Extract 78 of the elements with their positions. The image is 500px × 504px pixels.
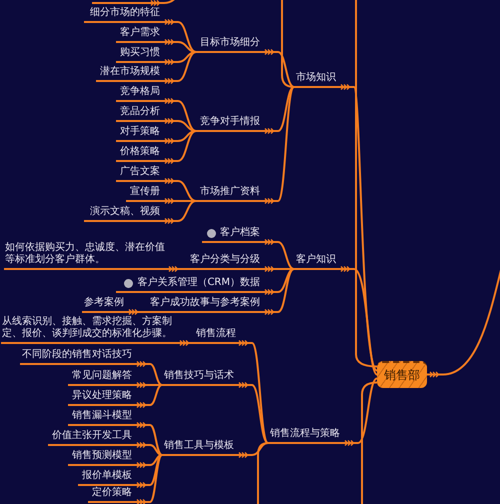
- topic-label: 参考案例: [82, 297, 126, 313]
- connector: [281, 0, 294, 88]
- topic-label: 客户分类与分级: [188, 254, 262, 270]
- connector: [361, 382, 378, 504]
- topic-label: 细分市场的特征: [84, 7, 162, 23]
- connector: [126, 308, 148, 316]
- topic-label: 价格策略: [116, 146, 162, 162]
- connector: [262, 268, 294, 316]
- connector: [162, 200, 196, 224]
- topic-label: 报价单模板: [78, 470, 134, 486]
- topic-text: 客户关系管理（CRM）数据: [137, 277, 260, 289]
- connector: [134, 422, 162, 456]
- topic-label: [202, 227, 262, 243]
- topic-label: 销售预测模型: [68, 450, 134, 466]
- topic-label: 客户需求: [116, 27, 162, 43]
- topic-label: 销售技巧与话术: [162, 370, 236, 386]
- connector: [134, 382, 162, 388]
- connector: [162, 51, 196, 84]
- topic-label: 销售流程与策略: [268, 428, 342, 444]
- connector: [338, 266, 378, 376]
- connector: [134, 360, 162, 386]
- topic-label: 市场推广资料: [196, 186, 262, 202]
- connector: [134, 454, 162, 468]
- connector: [338, 84, 378, 372]
- topic-label: 竞争对手情报: [196, 116, 262, 132]
- topic-label: 竞品分析: [116, 106, 162, 122]
- connector: [355, 0, 378, 368]
- connector: [262, 48, 294, 88]
- connector: [162, 130, 196, 144]
- topic-label: 销售工具与模板: [162, 440, 236, 456]
- topic-label: 市场知识: [294, 72, 338, 88]
- topic-label: 目标市场细分: [196, 37, 262, 53]
- topic-label: 对手策略: [116, 126, 162, 142]
- topic-label: 潜在市场规模: [96, 66, 162, 82]
- connector: [262, 268, 294, 296]
- topic-label: [116, 277, 262, 293]
- note-text: 如何依据购买力、忠诚度、潜在价值等标准划分客户群体。: [4, 242, 166, 270]
- connector: [262, 266, 294, 272]
- topic-label: 客户知识: [294, 254, 338, 270]
- connector: [162, 130, 196, 164]
- topic-label: 销售流程: [194, 328, 236, 344]
- topic-label: 价值主张开发工具: [48, 430, 134, 446]
- connector: [134, 384, 162, 408]
- topic-label: 客户成功故事与参考案例: [148, 297, 262, 313]
- topic-label: 竞争格局: [116, 86, 162, 102]
- connector: [134, 454, 162, 488]
- connector: [177, 340, 194, 346]
- connector: [166, 266, 188, 272]
- connector: [262, 86, 295, 204]
- topic-label: 演示文稿、视频: [84, 206, 162, 222]
- connector: [134, 454, 163, 504]
- topic-label: 广告文案: [116, 166, 162, 182]
- connector: [162, 18, 196, 53]
- connector: [236, 340, 269, 444]
- connector: [262, 86, 294, 134]
- connector: [162, 198, 196, 204]
- note-text: 从线索识别、接触、需求挖掘、方案制定、报价、谈判到成交的标准化步骤。: [1, 316, 177, 344]
- topic-label: 不同阶段的销售对话技巧: [20, 349, 134, 365]
- connector: [257, 442, 268, 504]
- connector: [236, 442, 268, 458]
- connector: [236, 382, 269, 444]
- connector: [162, 51, 196, 66]
- central-topic: 销售部: [377, 361, 427, 388]
- connector: [162, 98, 196, 132]
- topic-text: 客户档案: [220, 227, 260, 239]
- connector: [162, 38, 196, 53]
- topic-underline: [92, 2, 148, 4]
- topic-label: 异议处理策略: [68, 390, 134, 406]
- connector: [162, 178, 196, 202]
- topic-label: 购买习惯: [116, 47, 162, 63]
- connector: [134, 442, 162, 456]
- topic-label: 常见问题解答: [68, 370, 134, 386]
- topic-label: 宣传册: [126, 186, 162, 202]
- connector: [162, 118, 196, 132]
- topic-label: 定价策略: [88, 487, 134, 503]
- topic-label: 销售漏斗模型: [68, 410, 134, 426]
- connector: [262, 238, 294, 270]
- connector: [342, 378, 378, 446]
